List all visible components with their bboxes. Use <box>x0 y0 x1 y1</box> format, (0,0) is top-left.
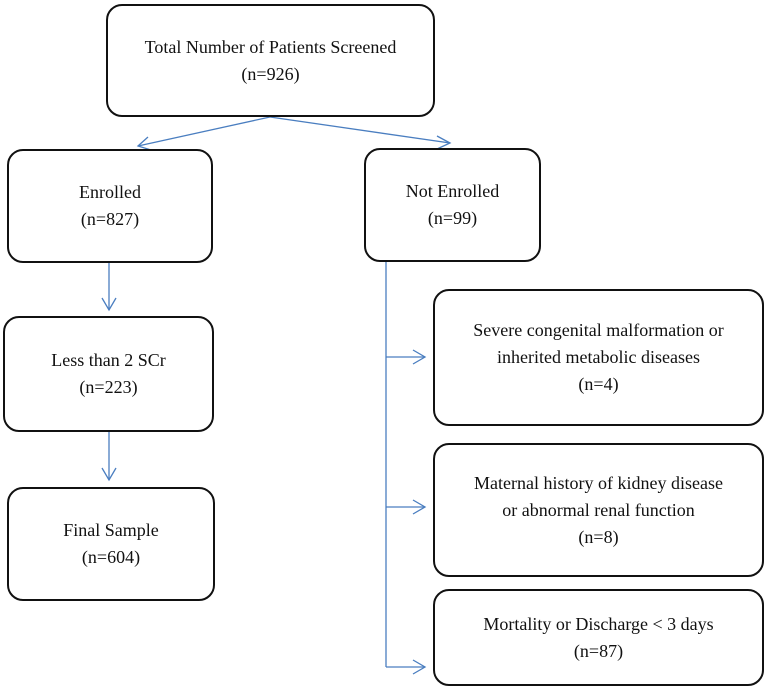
arrowhead <box>101 467 117 482</box>
exclusion-1-line1: Severe congenital malformation or <box>473 320 724 340</box>
final-sample-box: Final Sample (n=604) <box>7 487 215 601</box>
final-sample-title: Final Sample <box>63 520 159 540</box>
enrolled-count: (n=827) <box>80 209 140 229</box>
less-than-2-scr-count: (n=223) <box>79 377 138 397</box>
exclusion-box-1: Severe congenital malformation or inheri… <box>433 289 764 426</box>
exclusion-1-line2: inherited metabolic diseases <box>497 347 700 367</box>
exclusion-1-count: (n=4) <box>578 374 619 394</box>
screened-count: (n=926) <box>241 63 300 84</box>
enrolled-title: Enrolled <box>79 182 141 202</box>
arrowhead <box>136 136 152 151</box>
arrow-screened-to-not-enrolled <box>269 116 451 144</box>
arrowhead <box>412 659 427 675</box>
arrowhead <box>412 499 427 515</box>
exclusion-box-3: Mortality or Discharge < 3 days (n=87) <box>433 589 764 686</box>
less-than-2-scr-title: Less than 2 SCr <box>51 350 166 370</box>
exclusion-3-line1: Mortality or Discharge < 3 days <box>483 613 714 634</box>
not-enrolled-box: Not Enrolled (n=99) <box>364 148 541 262</box>
exclusion-box-2: Maternal history of kidney disease or ab… <box>433 443 764 577</box>
arrowhead <box>412 349 427 365</box>
screened-title: Total Number of Patients Screened <box>144 36 397 57</box>
final-sample-count: (n=604) <box>81 547 141 567</box>
screened-box: Total Number of Patients Screened (n=926… <box>106 4 435 117</box>
exclusion-2-line1: Maternal history of kidney disease <box>474 472 723 493</box>
not-enrolled-count: (n=99) <box>427 208 478 228</box>
arrowhead <box>101 297 117 312</box>
arrowhead <box>436 135 452 150</box>
not-enrolled-title: Not Enrolled <box>405 181 500 201</box>
exclusion-2-line2: or abnormal renal function <box>502 499 695 520</box>
less-than-2-scr-box: Less than 2 SCr (n=223) <box>3 316 214 432</box>
exclusion-2-count: (n=8) <box>578 526 619 547</box>
enrolled-box: Enrolled (n=827) <box>7 149 213 263</box>
arrow-screened-to-enrolled <box>137 116 271 147</box>
exclusion-3-count: (n=87) <box>573 640 624 661</box>
